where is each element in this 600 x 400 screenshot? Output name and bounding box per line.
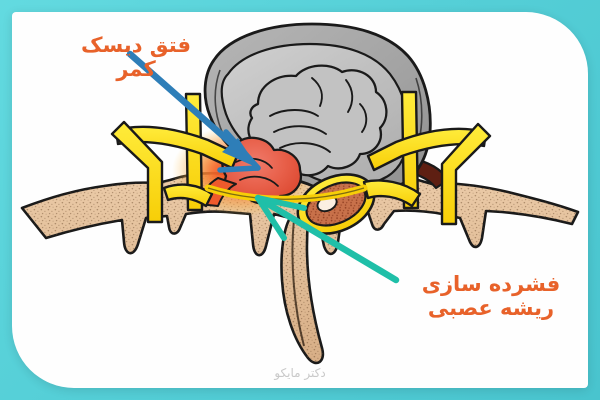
nerve-left-lower-branch [162,183,214,208]
nerve-strand-anterior-outline [207,187,365,200]
label-nerve-root-compression: فشرده سازی ریشه عصبی [421,272,561,320]
nerve-right-lower-branch [362,179,422,208]
white-card: فتق دیسک کمر فشرده سازی ریشه عصبی دکتر م… [12,12,588,388]
spinal-nerve-right [362,90,492,226]
teal-arrow-barb-a [255,195,307,211]
blue-arrow-shaft [126,50,252,162]
blue-arrow [126,50,261,173]
spinous-process-midline [291,219,305,347]
teal-arrow [254,194,400,284]
teal-arrow-barb-b [255,195,287,241]
lumbar-vertebra-illustration [20,22,580,365]
nerve-left-upper-branch [110,120,164,224]
nerve-right-upper-branch [440,122,492,226]
label-herniated-disc: فتق دیسک کمر [80,33,192,81]
blue-arrow-barb-a [217,165,261,173]
vertebra-bone-stipple [22,173,578,363]
teal-arrow-shaft [254,194,400,284]
nucleus-fold-lines [269,77,368,153]
watermark: دکتر مایکو [274,366,326,380]
blue-arrow-barb-b [223,129,261,171]
herniation-fold-lines [235,157,279,187]
